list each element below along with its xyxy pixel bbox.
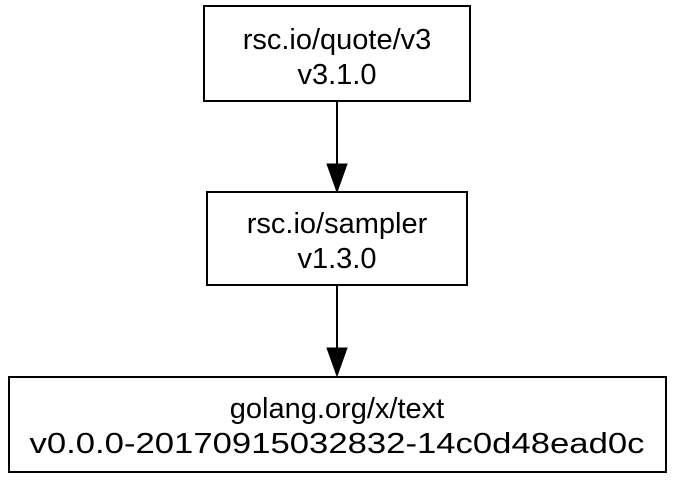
node-version: v0.0.0-20170915032832-14c0d48ead0c	[30, 428, 645, 460]
node-name: rsc.io/sampler	[247, 208, 428, 240]
node-quote: rsc.io/quote/v3 v3.1.0	[203, 5, 471, 102]
node-box	[8, 376, 667, 473]
node-name: rsc.io/quote/v3	[243, 24, 432, 56]
node-box	[206, 191, 468, 286]
node-sampler: rsc.io/sampler v1.3.0	[206, 191, 468, 286]
edge-sampler-to-text	[326, 286, 348, 378]
arrowhead-icon	[326, 163, 348, 194]
node-name: golang.org/x/text	[230, 393, 444, 425]
edge-quote-to-sampler	[326, 102, 348, 194]
node-text: golang.org/x/text v0.0.0-20170915032832-…	[8, 376, 667, 473]
node-version: v3.1.0	[298, 59, 377, 91]
arrowhead-icon	[326, 347, 348, 378]
node-box	[203, 5, 471, 102]
node-version: v1.3.0	[298, 243, 377, 275]
